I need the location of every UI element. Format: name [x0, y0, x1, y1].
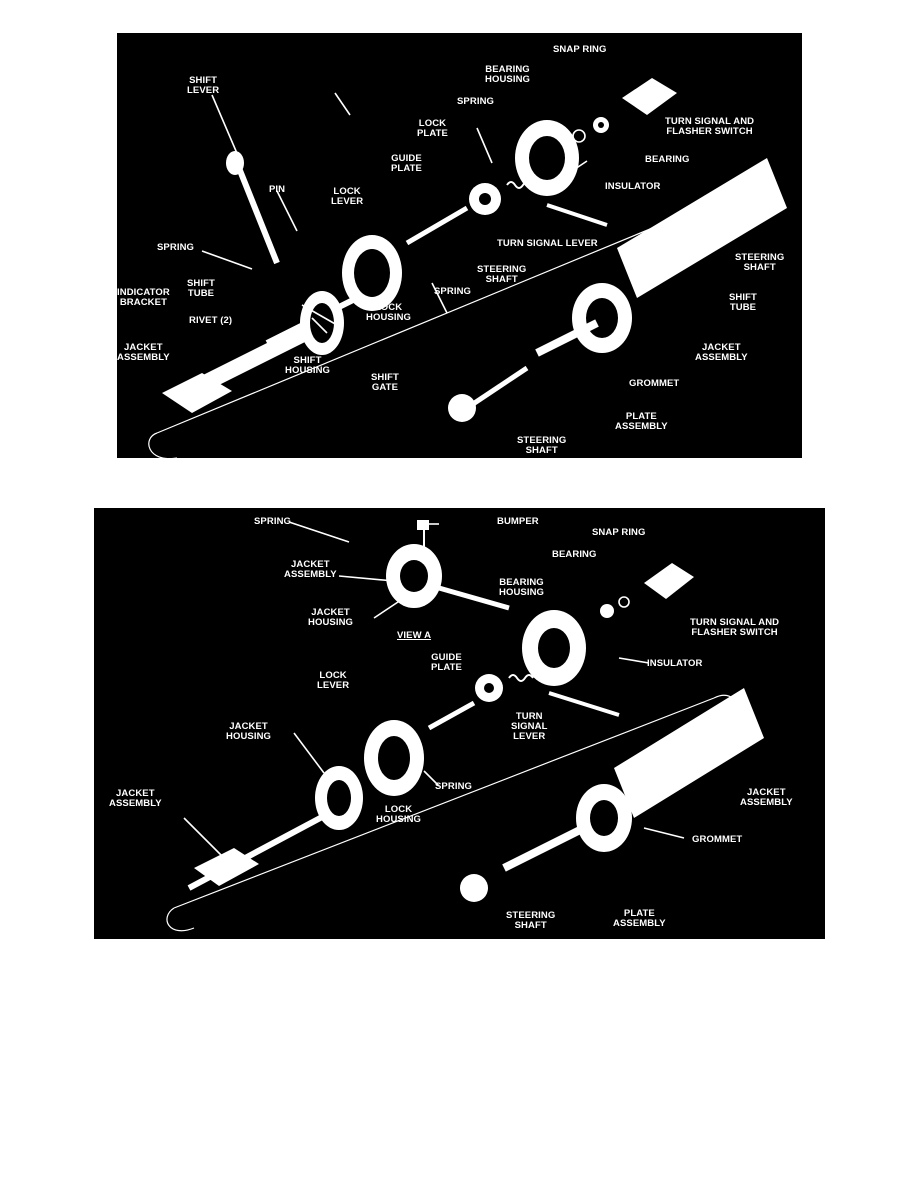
label-spring-upper: SPRING [457, 96, 495, 107]
label-turn-signal-switch: TURN SIGNAL AND FLASHER SWITCH [690, 617, 780, 638]
label-bearing-housing: BEARING HOUSING [499, 577, 545, 598]
label-lock-housing: LOCK HOUSING [376, 804, 422, 825]
label-guide-plate: GUIDE PLATE [431, 652, 462, 673]
label-shift-lever: SHIFT LEVER [187, 75, 220, 96]
label-jacket-assembly-left: JACKET ASSEMBLY [109, 788, 162, 809]
label-jacket-housing-view: JACKET HOUSING [308, 607, 354, 628]
label-lock-lever: LOCK LEVER [331, 186, 364, 207]
label-lock-plate: LOCK PLATE [417, 118, 448, 139]
steering-column-illustration-bottom [166, 520, 764, 932]
label-grommet: GROMMET [629, 378, 680, 389]
label-insulator: INSULATOR [605, 181, 661, 192]
label-snap-ring: SNAP RING [553, 44, 607, 55]
steering-column-diagram-top: SHIFT LEVER SNAP RING BEARING HOUSING SP… [117, 33, 802, 458]
label-shift-gate: SHIFT GATE [371, 372, 399, 393]
label-spring-left: SPRING [157, 242, 195, 253]
label-plate-assembly: PLATE ASSEMBLY [615, 411, 668, 432]
label-pin: PIN [269, 184, 286, 195]
label-shift-housing: SHIFT HOUSING [285, 355, 331, 376]
label-steering-shaft-bottom: STEERING SHAFT [517, 435, 567, 456]
label-shift-tube-left: SHIFT TUBE [187, 278, 215, 299]
label-snap-ring: SNAP RING [592, 527, 646, 538]
label-shift-tube-right: SHIFT TUBE [729, 292, 757, 313]
label-spring: SPRING [254, 516, 292, 527]
label-indicator-bracket: INDICATOR BRACKET [117, 287, 170, 308]
label-jacket-assembly-view: JACKET ASSEMBLY [284, 559, 337, 580]
label-grommet: GROMMET [692, 834, 743, 845]
label-steering-shaft-mid: STEERING SHAFT [477, 264, 527, 285]
label-jacket-assembly-left: JACKET ASSEMBLY [117, 342, 170, 363]
label-bearing: BEARING [645, 154, 690, 165]
label-turn-signal-lever: TURN SIGNAL LEVER [511, 711, 548, 742]
label-steering-shaft-right: STEERING SHAFT [735, 252, 785, 273]
label-bearing-housing: BEARING HOUSING [485, 64, 531, 85]
label-plate-assembly: PLATE ASSEMBLY [613, 908, 666, 929]
label-turn-signal-switch: TURN SIGNAL AND FLASHER SWITCH [665, 116, 755, 137]
label-view-a: VIEW A [397, 630, 432, 641]
steering-column-illustration-top [148, 78, 787, 458]
label-guide-plate: GUIDE PLATE [391, 153, 422, 174]
label-jacket-assembly-right: JACKET ASSEMBLY [740, 787, 793, 808]
label-jacket-housing: JACKET HOUSING [226, 721, 272, 742]
label-bumper: BUMPER [497, 516, 539, 527]
label-bearing: BEARING [552, 549, 597, 560]
label-rivet: RIVET (2) [189, 315, 233, 326]
label-spring-lower: SPRING [435, 781, 473, 792]
label-lock-housing: LOCK HOUSING [366, 302, 412, 323]
steering-column-diagram-bottom: SPRING BUMPER SNAP RING BEARING JACKET A… [94, 508, 825, 939]
label-jacket-assembly-right: JACKET ASSEMBLY [695, 342, 748, 363]
label-spring-lock: SPRING [434, 286, 472, 297]
label-insulator: INSULATOR [647, 658, 703, 669]
label-turn-signal-lever: TURN SIGNAL LEVER [497, 238, 598, 249]
label-steering-shaft: STEERING SHAFT [506, 910, 556, 931]
label-lock-lever: LOCK LEVER [317, 670, 350, 691]
